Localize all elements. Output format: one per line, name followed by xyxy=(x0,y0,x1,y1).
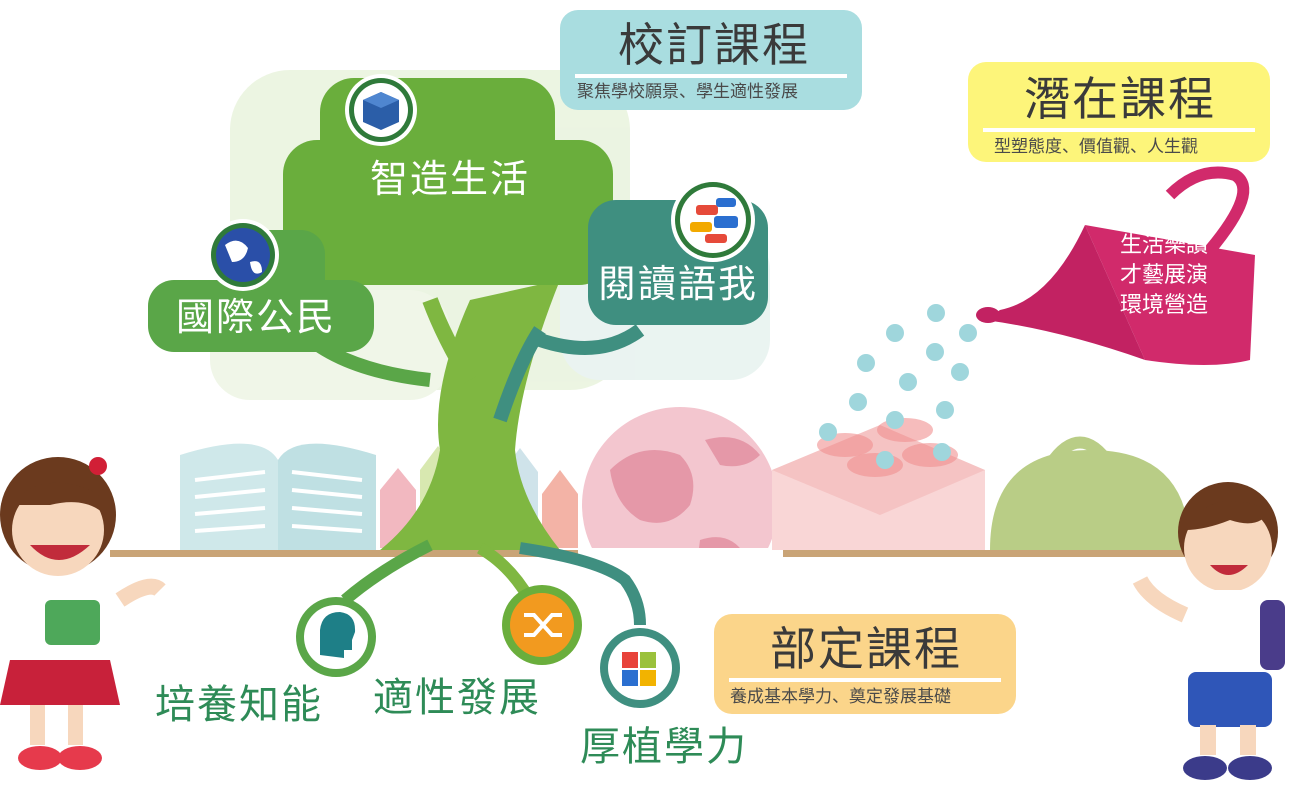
root-label-adaptive: 適性發展 xyxy=(373,675,541,721)
revised-curriculum-subtitle: 聚焦學校願景、學生適性發展 xyxy=(577,82,798,102)
girl-character-illustration xyxy=(0,457,166,770)
hidden-curriculum-title: 潛在課程 xyxy=(1024,72,1216,126)
can-label-line-2: 才藝展演 xyxy=(1120,263,1209,288)
backpack-illustration xyxy=(990,436,1190,550)
leaf-label-smart-life: 智造生活 xyxy=(370,157,531,201)
water-drops xyxy=(819,304,977,469)
root-label-knowledge: 培養知能 xyxy=(155,682,323,728)
required-curriculum-box xyxy=(714,614,1016,714)
shuffle-icon xyxy=(502,585,582,665)
lego-brick-illustration xyxy=(772,418,985,550)
leaf-label-global-citizen: 國際公民 xyxy=(176,295,337,339)
hidden-curriculum-subtitle: 型塑態度、價值觀、人生觀 xyxy=(994,137,1198,157)
boy-character-illustration xyxy=(1132,482,1285,780)
hidden-curriculum-box xyxy=(968,62,1270,162)
title-underline xyxy=(575,74,847,78)
lego-brick-icon xyxy=(345,74,417,146)
puzzle-icon xyxy=(600,628,680,708)
title-underline xyxy=(983,128,1255,132)
watering-can-icon xyxy=(976,166,1255,365)
hello-languages-icon xyxy=(671,178,755,262)
root-label-foundation: 厚植學力 xyxy=(580,724,748,770)
required-curriculum-title: 部定課程 xyxy=(770,622,962,676)
can-label-line-1: 生活樂讀 xyxy=(1120,233,1209,258)
globe-icon xyxy=(207,219,279,291)
title-underline xyxy=(729,678,1001,682)
pink-globe-icon xyxy=(578,407,783,608)
brain-head-icon xyxy=(296,597,376,677)
required-curriculum-subtitle: 養成基本學力、奠定發展基礎 xyxy=(730,687,951,707)
revised-curriculum-box xyxy=(560,10,862,110)
can-label-line-3: 環境營造 xyxy=(1120,293,1209,318)
revised-curriculum-title: 校訂課程 xyxy=(618,18,810,72)
leaf-label-reading: 閱讀語我 xyxy=(598,262,759,306)
open-book-icon xyxy=(180,443,376,550)
